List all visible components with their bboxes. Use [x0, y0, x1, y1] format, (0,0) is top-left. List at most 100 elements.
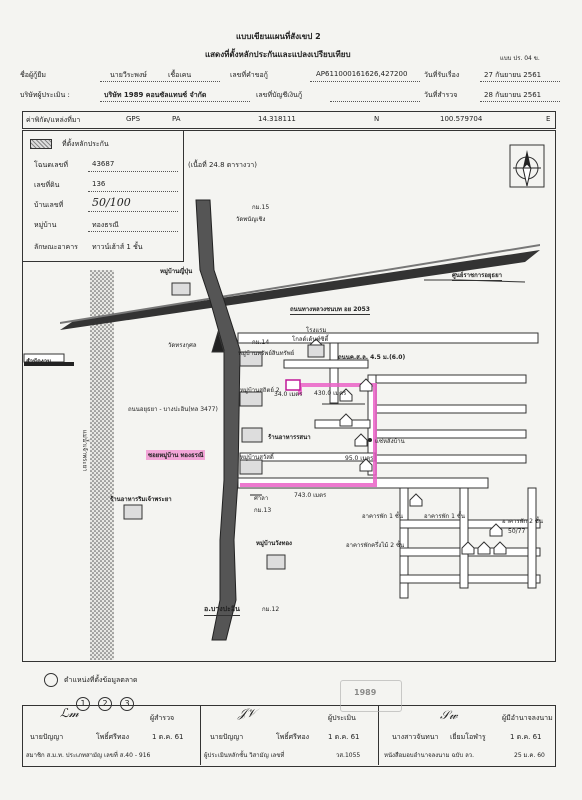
marker-label: ตำแหน่งที่ตั้งข้อมูลตลาด [64, 676, 138, 684]
label-village-sawat: หมู่บ้านสวัสดิ์ [240, 454, 274, 461]
label-village-satit: หมู่บ้านสถิตย์ 2 [240, 387, 280, 394]
gps-row [22, 111, 556, 129]
account-label: เลขที่บัญชีเงินกู้ [256, 91, 303, 99]
borrower-label: ชื่อผู้กู้ยืม [20, 71, 47, 79]
map-frame [22, 130, 556, 662]
label-bldg2: อาคารพัก 2 ชั้น [502, 518, 543, 525]
signature-icon: ℒ𝓂 [60, 706, 79, 720]
sig1-name: นายปัญญา [30, 733, 64, 741]
deed-number: 43687 [92, 160, 115, 168]
label-km14: กม.14 [252, 339, 270, 346]
legend-box [22, 130, 184, 262]
label-km13: กม.13 [254, 507, 272, 514]
sig2-date: 1 ต.ค. 61 [328, 733, 360, 741]
gps-source: GPS [126, 115, 141, 123]
loan-number: AP611000161626,427200 [316, 70, 408, 78]
borrower-name: นายวีระพงษ์ [110, 71, 147, 79]
subject-marker [285, 379, 301, 391]
label-terrace: แซ่หลังบ้าน [375, 438, 405, 445]
sig1-footer: สมาชิก ส.ม.ท. ประเภทสามัญ เลขที่ ส.40 - … [26, 752, 151, 759]
company-label: บริษัทผู้ประเมิน : [20, 91, 70, 99]
label-dist-430: 430.0 เมตร [314, 390, 347, 397]
label-km15: กม.15 [252, 204, 270, 211]
label-restaurant: ร้านอาหารรสนา [268, 434, 311, 441]
gps-system: PA [172, 115, 181, 123]
house-label: บ้านเลขที่ [34, 201, 64, 209]
hatch-swatch [30, 139, 52, 149]
label-highway: ถนนทางหลวงชนบท อย 2053 [290, 306, 370, 315]
deed-label: โฉนดเลขที่ [34, 161, 68, 169]
sig3-footer: หนังสือมอบอำนาจลงนาม ฉบับ ลว. [384, 752, 475, 759]
signature-icon: 𝒮𝓌 [440, 708, 458, 722]
sig1-date: 1 ต.ค. 61 [152, 733, 184, 741]
label-hotel: โรงแรม [306, 327, 327, 334]
label-sala: ศาลา [254, 495, 269, 502]
label-ayutthaya-center: ศูนย์ราชการอยุธยา [452, 272, 502, 281]
form-number: แบบ ปร. 04 ข. [500, 55, 540, 62]
legend-title: ที่ตั้งหลักประกัน [62, 140, 109, 148]
label-dist-743: 743.0 เมตร [294, 492, 327, 499]
sig3-name: นางสาวจันทนา [392, 733, 439, 741]
gps-lat-dir: N [374, 115, 380, 123]
gps-latitude: 14.318111 [258, 115, 296, 123]
page-title: แบบเขียนแผนที่สังเขป 2 [236, 32, 321, 41]
sig2-footer: ผู้ประเมินหลักชั้น วิสามัญ เลขที่ [204, 752, 285, 759]
building-type: ทาวน์เฮ้าส์ 1 ชั้น [92, 243, 143, 251]
label-wat-phanoeng: วัดพนัญเชิง [236, 216, 266, 223]
received-label: วันที่รับเรื่อง [424, 71, 460, 79]
label-river: แม่น้ำเจ้าพระยา [81, 430, 88, 472]
label-bangpain: อ.บางปะอิน [204, 604, 240, 616]
village-label: หมู่บ้าน [34, 221, 57, 229]
signature-icon: 𝒥𝒱 [238, 706, 257, 720]
inspect-label: วันที่สำรวจ [424, 91, 458, 99]
page-subtitle: แสดงที่ตั้งหลักประกันและแปลงเปรียบเทียบ [205, 50, 351, 59]
label-wat-song: วัดทรงกุศล [168, 342, 197, 349]
label-hotel2: โกลด์เด้นท์ซิตี้ [292, 336, 329, 343]
highway-band [60, 250, 540, 330]
gps-label: ค่าพิกัด/แหล่งที่มา [26, 116, 81, 124]
landmark-icons [123, 282, 325, 570]
label-road-ay: ถนนอยุธยา - บางปะอิน(ทล 3477) [128, 406, 218, 413]
label-dist-34: 34.0 เมตร [274, 391, 303, 398]
marker-circle-icon [44, 673, 58, 687]
label-soi-road: ถนนค.ส.ล. 4.5 ม.(6.0) [338, 354, 406, 361]
label-bldg-half: อาคารพักครึ่งไม้ 2 ชั้น [346, 542, 405, 549]
sig3-footer-date: 25 ม.ค. 60 [514, 752, 545, 759]
area-text: (เนื้อที่ 24.8 ตารางวา) [188, 161, 257, 169]
main-road [195, 199, 241, 641]
sig2-role: ผู้ประเมิน [328, 714, 356, 722]
river [90, 270, 114, 660]
sig1-surname: โพธิ์ศรีทอง [96, 733, 130, 741]
label-police: สำนักงาน [26, 358, 52, 365]
label-village-wangthong: หมู่บ้านวังทอง [256, 540, 292, 547]
sig1-role: ผู้สำรวจ [150, 714, 175, 722]
land-number: 136 [92, 180, 106, 188]
land-label: เลขที่ดิน [34, 181, 60, 189]
received-date: 27 กันยายน 2561 [484, 71, 542, 79]
sig3-role: ผู้มีอำนาจลงนาม [502, 714, 553, 722]
borrower-surname: เชื้อเคน [168, 71, 192, 79]
label-km12: กม.12 [262, 606, 280, 613]
building-label: ลักษณะอาคาร [34, 243, 78, 251]
sig3-surname: เยี่ยมโอฬารู [450, 733, 486, 741]
label-village-yipun: หมู่บ้านญี่ปุ่น [160, 268, 193, 275]
sig2-footer-no: วส.1055 [336, 752, 361, 759]
gps-longitude: 100.579704 [440, 115, 483, 123]
label-village-sinsap: หมู่บ้านทรัพย์สินทรัพย์ [238, 350, 295, 357]
company-stamp-icon [340, 680, 402, 712]
marker-3: 3 [120, 697, 134, 711]
gps-lon-dir: E [546, 115, 551, 123]
loan-label: เลขที่คำขอกู้ [230, 71, 268, 79]
inspect-date: 28 กันยายน 2561 [484, 91, 542, 99]
sig2-surname: โพธิ์ศรีทอง [276, 733, 310, 741]
stamp-text: 1989 [354, 688, 377, 697]
label-subject-soi: ซอยหมู่บ้าน ทองธรณี [146, 450, 206, 460]
sig3-date: 1 ต.ค. 61 [510, 733, 542, 741]
company-name: บริษัท 1989 คอนซัลแทนซ์ จำกัด [104, 91, 207, 99]
north-arrow-icon [509, 144, 545, 188]
marker-2: 2 [98, 697, 112, 711]
signature-table [22, 705, 556, 767]
village-name: ทองธรณี [92, 221, 119, 229]
